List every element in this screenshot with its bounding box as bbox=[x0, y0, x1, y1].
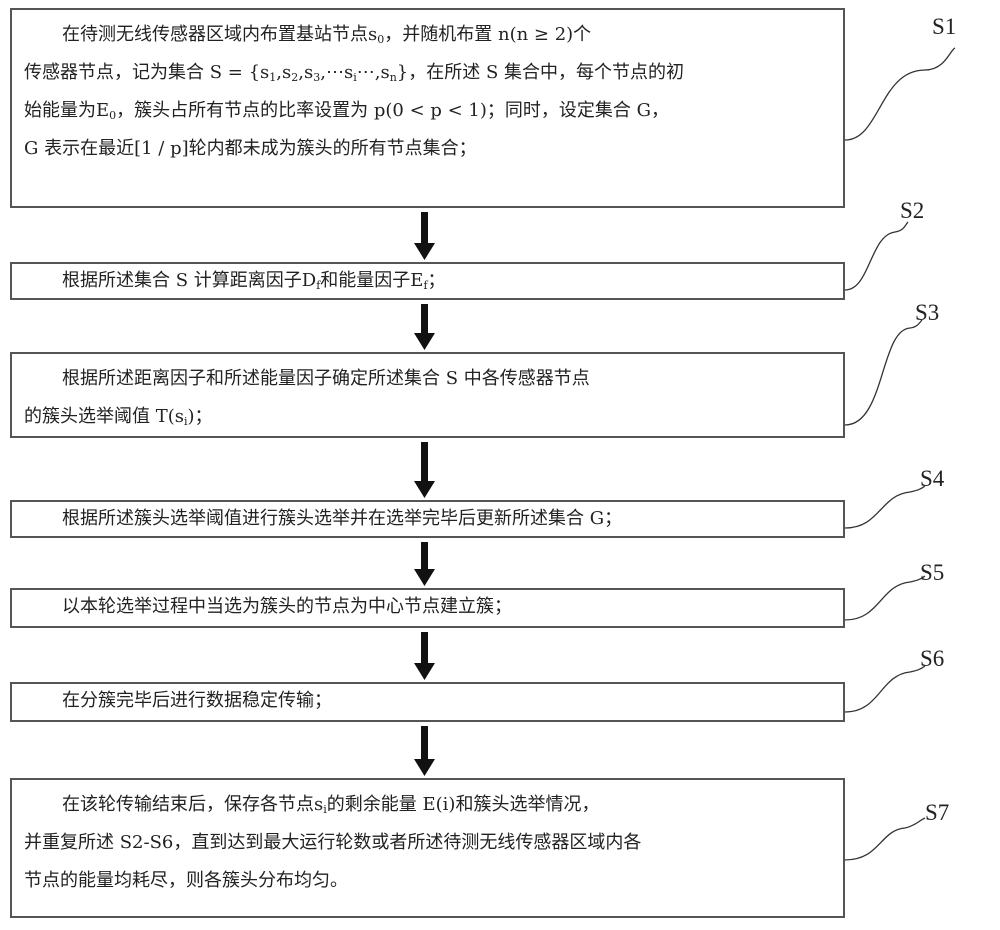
step-box-s6: 在分簇完毕后进行数据稳定传输； bbox=[10, 682, 845, 722]
step-text-line: 传感器节点，记为集合 S = {s1,s2,s3,⋯si⋯,sn}，在所述 S … bbox=[24, 54, 831, 92]
step-text-line: 在该轮传输结束后，保存各节点si的剩余能量 E(i)和簇头选举情况， bbox=[24, 786, 831, 824]
text-segment: ； bbox=[427, 270, 446, 291]
step-text-line: 根据所述簇头选举阈值进行簇头选举并在选举完毕后更新所述集合 G； bbox=[24, 502, 831, 536]
text-segment: 节点的能量均耗尽，则各簇头分布均匀。 bbox=[24, 870, 348, 891]
step-box-s5: 以本轮选举过程中当选为簇头的节点为中心节点建立簇； bbox=[10, 588, 845, 628]
label-leader-line bbox=[844, 47, 956, 141]
text-segment: 并重复所述 S2-S6，直到达到最大运行轮数或者所述待测无线传感器区域内各 bbox=[24, 832, 642, 853]
step-label-s7: S7 bbox=[925, 800, 950, 825]
subscript: i bbox=[353, 71, 357, 84]
step-label-s3: S3 bbox=[915, 300, 940, 325]
text-segment: 的簇头选举阈值 T(s bbox=[24, 406, 184, 427]
text-segment: ,s bbox=[276, 62, 292, 83]
step-label-s1: S1 bbox=[932, 14, 957, 39]
text-segment: 和能量因子E bbox=[320, 270, 424, 291]
text-segment: 始能量为E bbox=[24, 100, 110, 121]
step-text-line: 并重复所述 S2-S6，直到达到最大运行轮数或者所述待测无线传感器区域内各 bbox=[24, 824, 831, 862]
step-text-line: 在分簇完毕后进行数据稳定传输； bbox=[24, 684, 831, 718]
step-text-line: 节点的能量均耗尽，则各簇头分布均匀。 bbox=[24, 862, 831, 900]
step-text-line: 的簇头选举阈值 T(si)； bbox=[24, 398, 831, 436]
step-box-s3: 根据所述距离因子和所述能量因子确定所述集合 S 中各传感器节点的簇头选举阈值 T… bbox=[10, 352, 845, 438]
subscript: 2 bbox=[291, 71, 299, 84]
label-leader-line bbox=[844, 319, 923, 426]
step-text-line: 根据所述集合 S 计算距离因子Df和能量因子Ef； bbox=[24, 264, 831, 298]
step-text-line: 始能量为E0，簇头占所有节点的比率设置为 p(0 < p < 1)；同时，设定集… bbox=[24, 92, 831, 130]
text-segment: 根据所述距离因子和所述能量因子确定所述集合 S 中各传感器节点 bbox=[62, 368, 590, 389]
step-label-s6: S6 bbox=[920, 646, 945, 671]
subscript: 3 bbox=[313, 71, 321, 84]
text-segment: 的剩余能量 E(i)和簇头选举情况， bbox=[326, 794, 600, 815]
text-segment: G 表示在最近[1 / p]轮内都未成为簇头的所有节点集合； bbox=[24, 138, 477, 159]
text-segment: 传感器节点，记为集合 S = {s bbox=[24, 62, 270, 83]
text-segment: 在该轮传输结束后，保存各节点s bbox=[62, 794, 324, 815]
down-arrow-icon bbox=[414, 442, 435, 498]
down-arrow-icon bbox=[414, 212, 435, 260]
text-segment: 在待测无线传感器区域内布置基站节点s bbox=[62, 24, 378, 45]
step-label-s5: S5 bbox=[920, 560, 945, 585]
label-leader-line bbox=[844, 221, 909, 291]
step-label-s2: S2 bbox=[900, 198, 925, 223]
text-segment: )； bbox=[187, 406, 213, 427]
subscript: n bbox=[389, 71, 397, 84]
subscript: 1 bbox=[269, 71, 277, 84]
step-box-s7: 在该轮传输结束后，保存各节点si的剩余能量 E(i)和簇头选举情况， 并重复所述 … bbox=[10, 778, 845, 918]
subscript: f bbox=[316, 279, 321, 292]
label-leader-line bbox=[844, 575, 926, 621]
text-segment: 根据所述簇头选举阈值进行簇头选举并在选举完毕后更新所述集合 G； bbox=[62, 508, 623, 529]
subscript: i bbox=[323, 803, 327, 816]
step-box-s2: 根据所述集合 S 计算距离因子Df和能量因子Ef； bbox=[10, 262, 845, 300]
subscript: i bbox=[184, 415, 188, 428]
text-segment: ，簇头占所有节点的比率设置为 p(0 < p < 1)；同时，设定集合 G， bbox=[116, 100, 670, 121]
step-text-line: G 表示在最近[1 / p]轮内都未成为簇头的所有节点集合； bbox=[24, 130, 831, 168]
step-box-s1: 在待测无线传感器区域内布置基站节点s0，并随机布置 n(n ≥ 2)个传感器节点… bbox=[10, 8, 845, 208]
step-box-s4: 根据所述簇头选举阈值进行簇头选举并在选举完毕后更新所述集合 G； bbox=[10, 500, 845, 538]
down-arrow-icon bbox=[414, 304, 435, 350]
text-segment: 以本轮选举过程中当选为簇头的节点为中心节点建立簇； bbox=[62, 596, 512, 617]
text-segment: ,s bbox=[298, 62, 314, 83]
step-text-line: 以本轮选举过程中当选为簇头的节点为中心节点建立簇； bbox=[24, 590, 831, 624]
step-text-line: 根据所述距离因子和所述能量因子确定所述集合 S 中各传感器节点 bbox=[24, 360, 831, 398]
subscript: f bbox=[423, 279, 428, 292]
text-segment: 在分簇完毕后进行数据稳定传输； bbox=[62, 690, 332, 711]
down-arrow-icon bbox=[414, 632, 435, 680]
text-segment: ⋯,s bbox=[356, 62, 390, 83]
label-leader-line bbox=[844, 485, 926, 529]
down-arrow-icon bbox=[414, 726, 435, 776]
down-arrow-icon bbox=[414, 542, 435, 586]
subscript: 0 bbox=[109, 109, 117, 122]
text-segment: }，在所述 S 集合中，每个节点的初 bbox=[396, 62, 685, 83]
step-label-s4: S4 bbox=[920, 466, 945, 491]
text-segment: ,⋯s bbox=[320, 62, 354, 83]
label-leader-line bbox=[844, 665, 926, 713]
subscript: 0 bbox=[377, 33, 385, 46]
text-segment: 根据所述集合 S 计算距离因子D bbox=[62, 270, 317, 291]
step-text-line: 在待测无线传感器区域内布置基站节点s0，并随机布置 n(n ≥ 2)个 bbox=[24, 16, 831, 54]
label-leader-line bbox=[844, 817, 926, 861]
text-segment: ，并随机布置 n(n ≥ 2)个 bbox=[384, 24, 592, 45]
